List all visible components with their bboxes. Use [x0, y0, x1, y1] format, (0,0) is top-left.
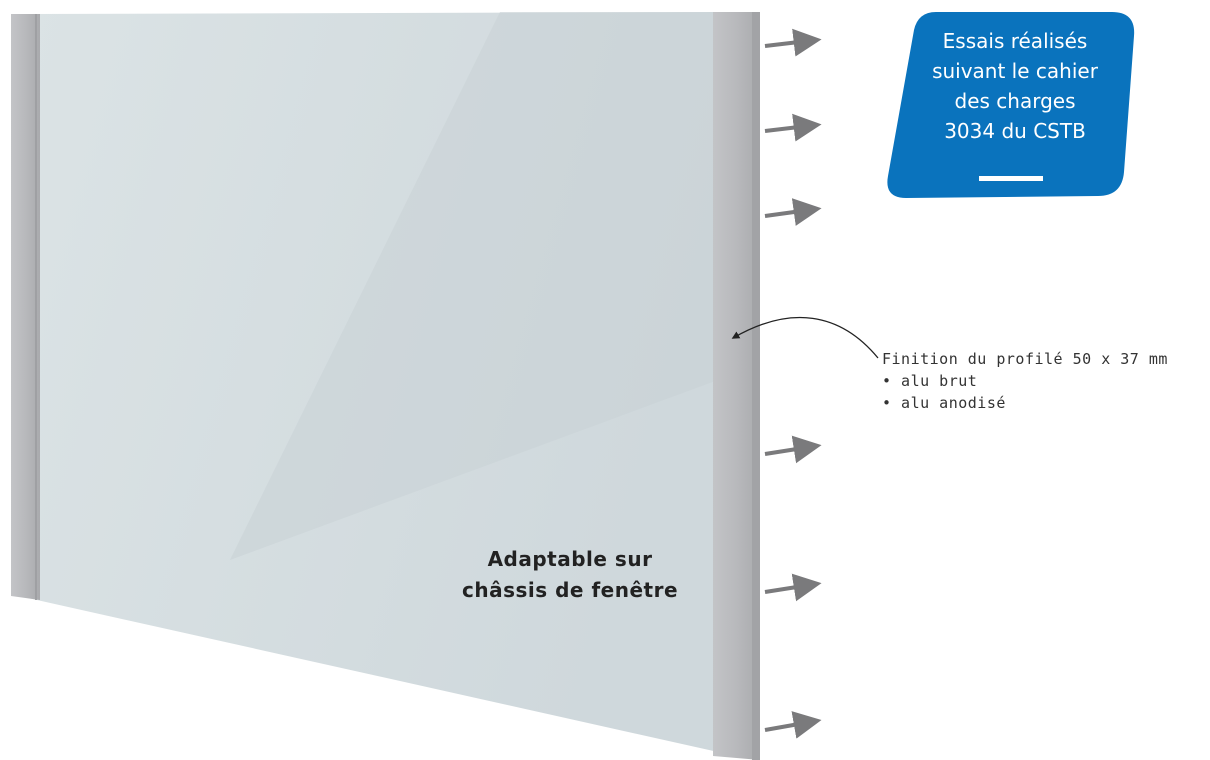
finish-item-brut: • alu brut — [882, 372, 978, 390]
right-profile-shadow — [752, 12, 760, 760]
finish-note: Finition du profilé 50 x 37 mm • alu bru… — [882, 348, 1168, 414]
glass-label: Adaptable sur châssis de fenêtre — [420, 544, 720, 606]
load-arrow-2 — [764, 113, 822, 142]
load-arrow-5 — [764, 573, 822, 602]
badge-line-4: 3034 du CSTB — [944, 119, 1086, 143]
glass-reflection — [230, 12, 718, 560]
cstb-badge — [887, 12, 1135, 198]
glass-label-line-1: Adaptable sur — [487, 547, 653, 571]
load-arrow-4 — [764, 435, 822, 464]
badge-line-3: des charges — [954, 89, 1076, 113]
load-arrows — [764, 28, 822, 739]
load-arrow-6 — [764, 711, 822, 739]
badge-underline — [979, 176, 1043, 181]
badge-line-1: Essais réalisés — [942, 29, 1088, 53]
load-arrow-3 — [764, 198, 822, 226]
glass-label-line-2: châssis de fenêtre — [461, 578, 679, 602]
load-arrow-1 — [764, 28, 822, 57]
finish-item-anodise: • alu anodisé — [882, 394, 1006, 412]
finish-title: Finition du profilé 50 x 37 mm — [882, 350, 1168, 368]
badge-text: Essais réalisés suivant le cahier des ch… — [900, 26, 1130, 146]
callout-pointer — [731, 316, 879, 359]
left-profile — [11, 14, 40, 600]
right-profile — [713, 12, 760, 760]
badge-line-2: suivant le cahier — [932, 59, 1098, 83]
